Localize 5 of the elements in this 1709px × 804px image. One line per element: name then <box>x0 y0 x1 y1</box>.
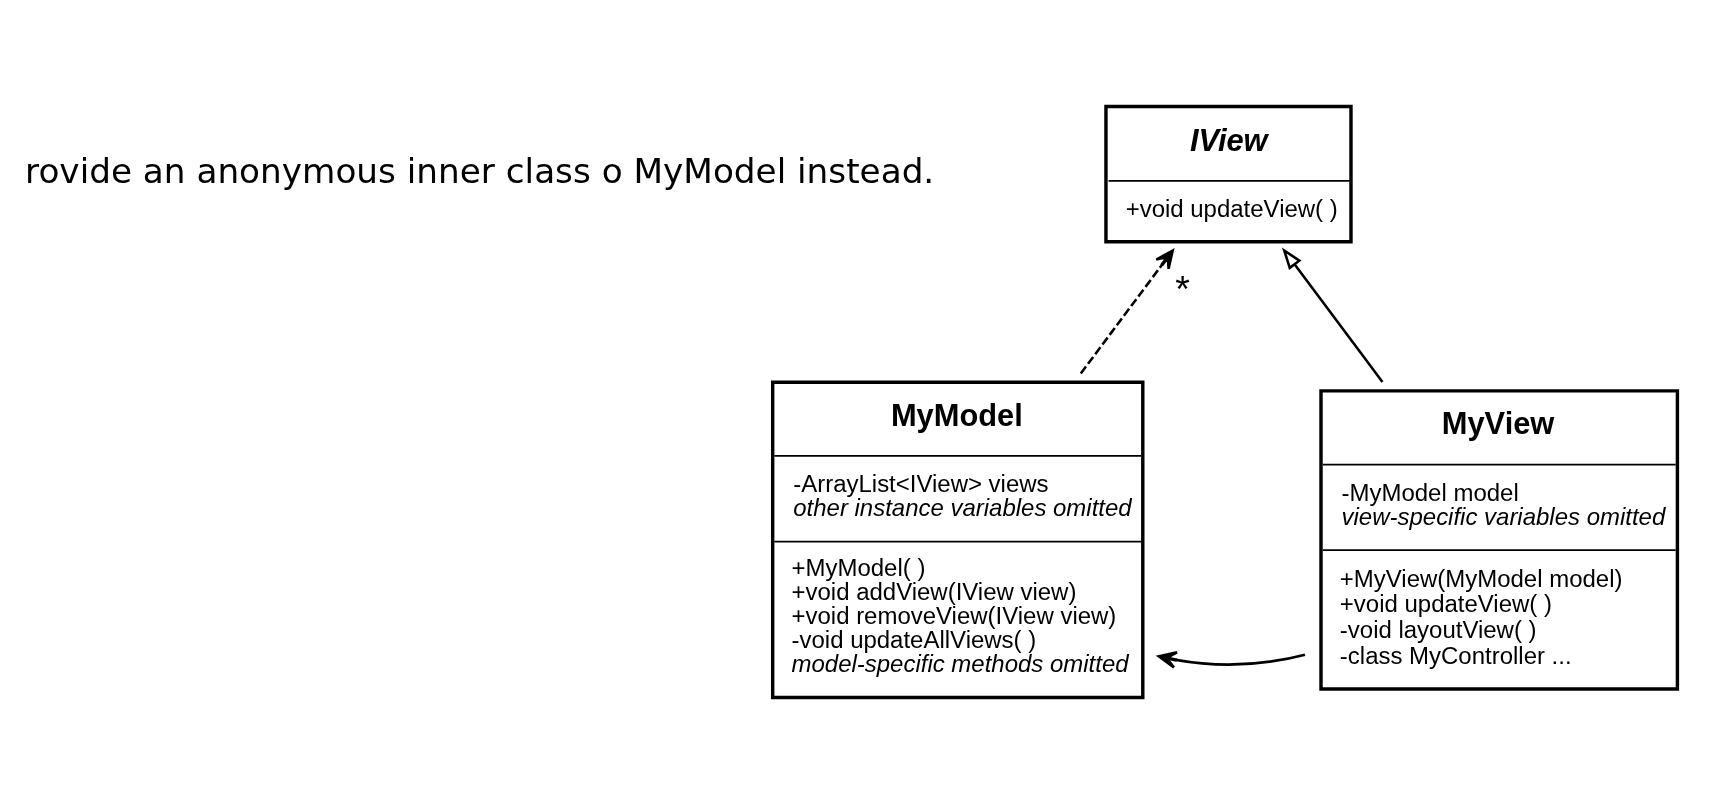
edge-label: * <box>1175 267 1190 310</box>
label: rovide an anonymous inner class o MyModel instead. <box>25 150 935 191</box>
arrow <box>1281 247 1384 383</box>
arrow <box>1157 650 1306 669</box>
arrow <box>1079 249 1174 375</box>
